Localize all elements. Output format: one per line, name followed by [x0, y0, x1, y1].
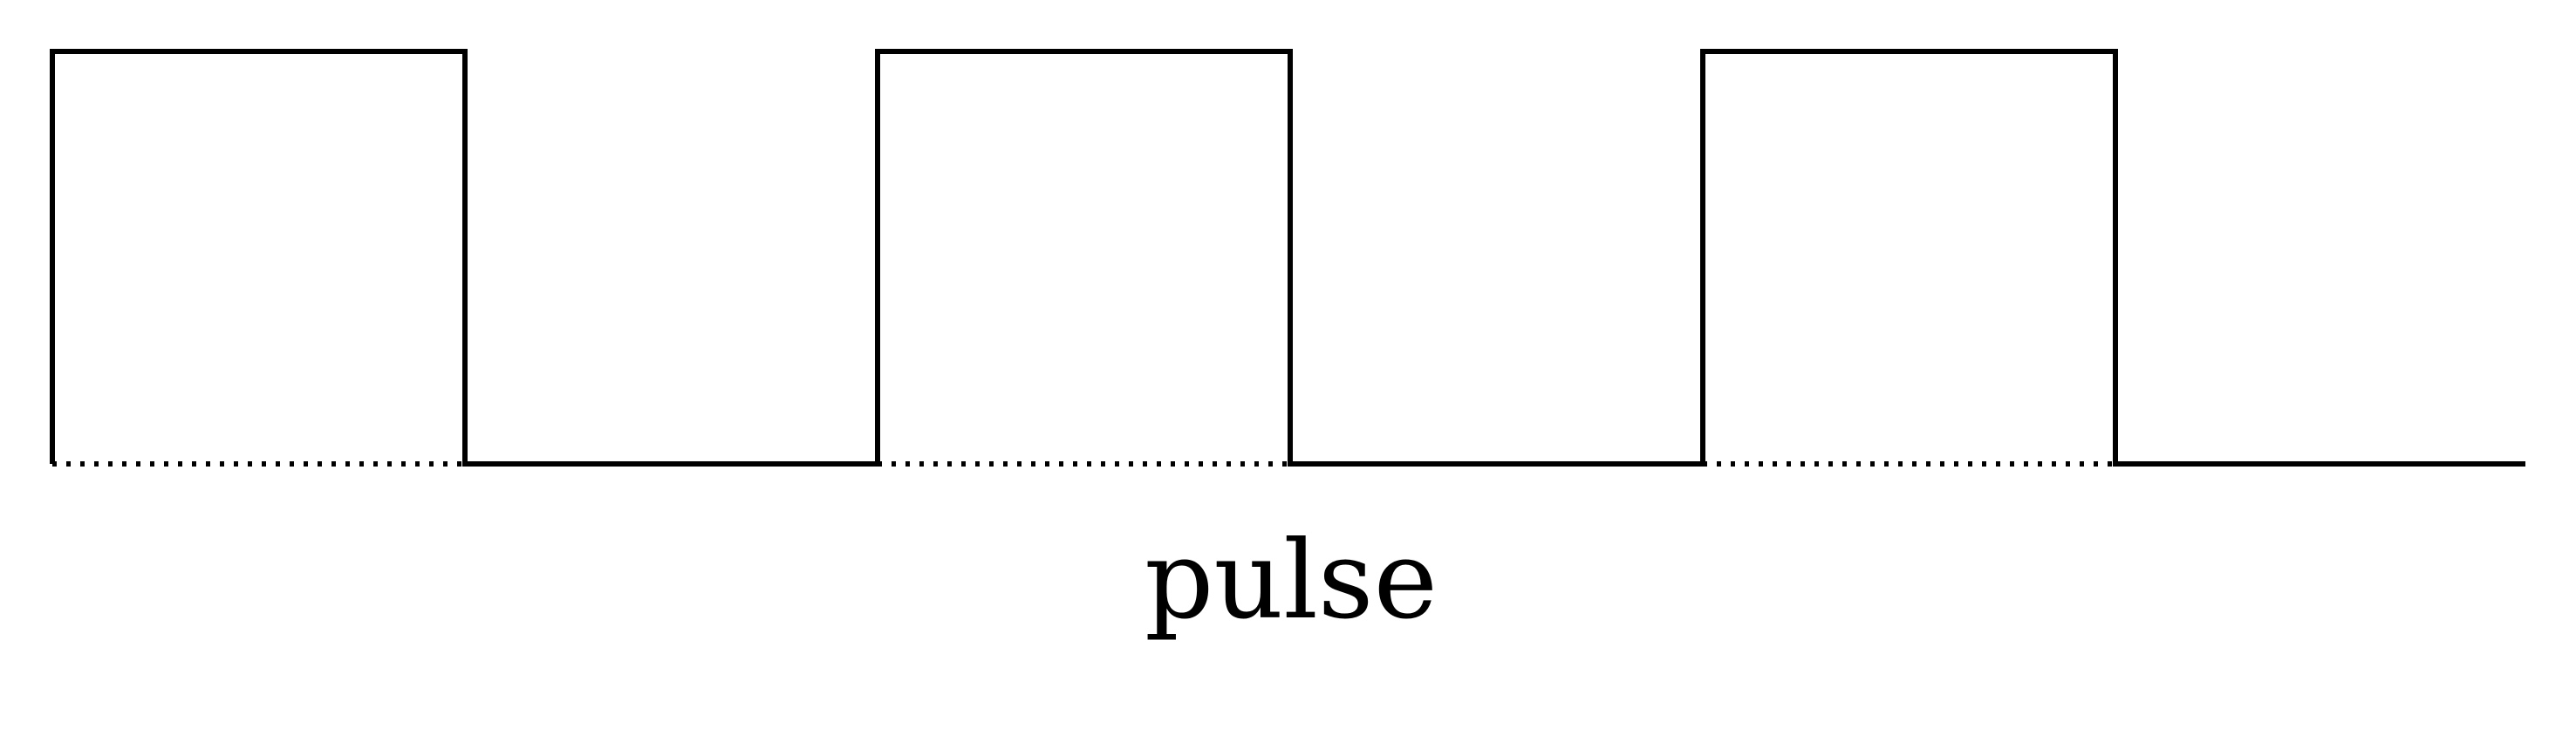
square-pulse-waveform	[50, 49, 2525, 467]
waveform-caption: pulse	[1145, 518, 1438, 644]
